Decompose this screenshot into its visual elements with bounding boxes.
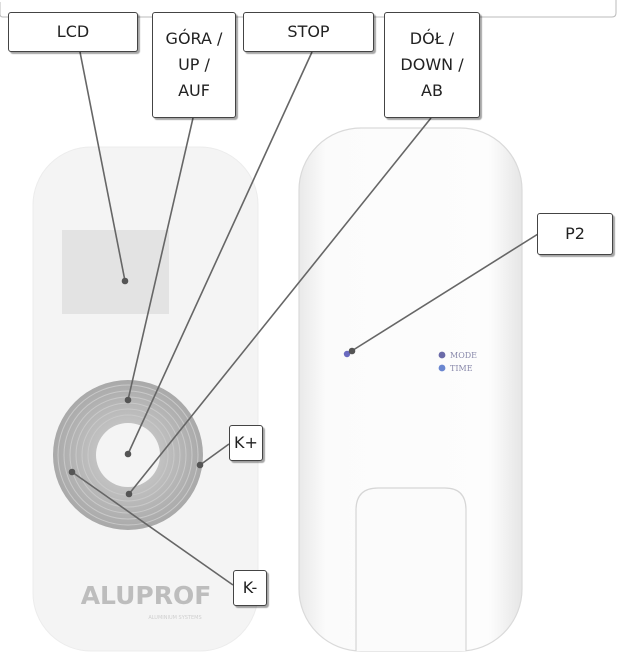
callout-k-minus: K- [233, 570, 267, 606]
dot-k-plus [196, 461, 204, 469]
front-remote: ALUPROF ALUMINIUM SYSTEMS [32, 146, 259, 652]
time-led-label: TIME [450, 364, 473, 373]
callout-k-minus-text: K- [242, 578, 258, 597]
callout-k-plus: K+ [229, 425, 263, 461]
callout-lcd-text: LCD [56, 22, 90, 41]
aluprof-logo: ALUPROF [81, 581, 212, 610]
callout-lcd: LCD [8, 12, 138, 52]
callout-up-line-3: AUF [178, 81, 210, 100]
callout-k-plus-text: K+ [234, 433, 258, 452]
dot-up [124, 396, 132, 404]
leader-down [128, 117, 432, 495]
leader-lcd [79, 51, 126, 282]
callout-up-line-1: GÓRA / [165, 29, 223, 48]
aluprof-tagline: ALUMINIUM SYSTEMS [148, 615, 201, 621]
callout-down-line-3: AB [421, 81, 443, 100]
callout-down-line-2: DOWN / [400, 55, 464, 74]
leader-k-plus [199, 443, 230, 466]
mode-led-label: MODE [450, 351, 477, 360]
dot-k-minus [68, 468, 76, 476]
callout-stop-text: STOP [287, 22, 330, 41]
dot-lcd [121, 277, 129, 285]
back-remote: MODE TIME [298, 127, 523, 652]
callout-stop: STOP [243, 12, 374, 52]
leader-dots [68, 277, 356, 498]
callout-p2-text: P2 [565, 224, 585, 243]
battery-cover [355, 487, 467, 651]
mode-led-icon [438, 351, 446, 359]
p2-button [343, 350, 351, 358]
callout-down-line-1: DÓŁ / [409, 29, 455, 48]
dot-stop [124, 450, 132, 458]
dot-down [125, 490, 133, 498]
callout-up-line-2: UP / [178, 55, 210, 74]
time-led-icon [438, 364, 446, 372]
leader-lines [71, 51, 539, 586]
leader-up [127, 117, 194, 401]
leader-stop [127, 51, 313, 455]
callout-down: DÓŁ / DOWN / AB [384, 12, 480, 118]
callout-p2: P2 [537, 213, 613, 255]
lcd-screen [62, 230, 169, 314]
leader-k-minus [71, 471, 234, 586]
callout-up: GÓRA / UP / AUF [152, 12, 236, 118]
leader-p2 [349, 233, 539, 353]
dot-p2 [348, 347, 356, 355]
